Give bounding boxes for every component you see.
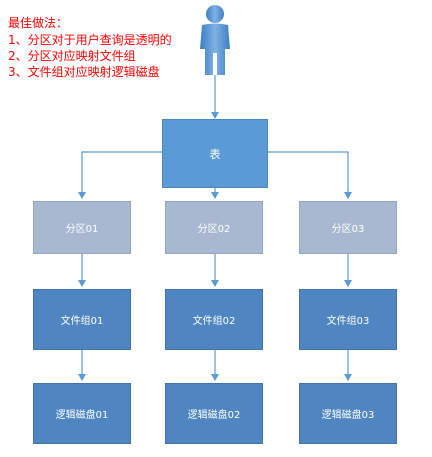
partition-box-02: 分区02 <box>165 201 263 254</box>
table-box: 表 <box>162 119 268 188</box>
note-item-1: 1、分区对于用户查询是透明的 <box>8 33 172 47</box>
user-person-icon <box>200 5 230 75</box>
partition-box-01: 分区01 <box>33 201 131 254</box>
note-item-2: 2、分区对应映射文件组 <box>8 49 136 63</box>
filegroup-box-03: 文件组03 <box>299 289 397 350</box>
partition-box-03: 分区03 <box>299 201 397 254</box>
note-item-3: 3、文件组对应映射逻辑磁盘 <box>8 65 160 79</box>
disk-box-02: 逻辑磁盘02 <box>165 383 263 444</box>
filegroup-box-01: 文件组01 <box>33 289 131 350</box>
notes-title: 最佳做法： <box>8 16 69 30</box>
disk-box-03: 逻辑磁盘03 <box>299 383 397 444</box>
filegroup-box-02: 文件组02 <box>165 289 263 350</box>
disk-box-01: 逻辑磁盘01 <box>33 383 131 444</box>
